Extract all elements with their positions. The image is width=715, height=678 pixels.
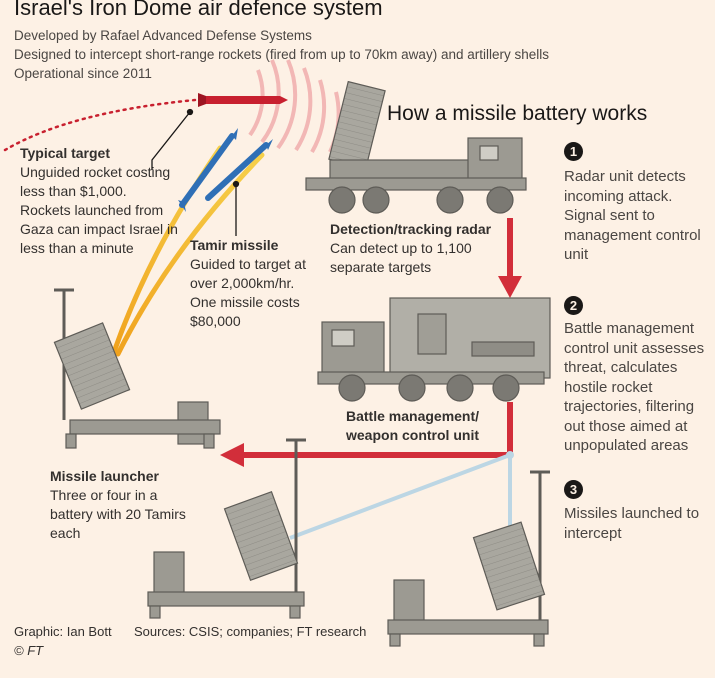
subtitle-line: Developed by Rafael Advanced Defense Sys… — [14, 28, 312, 43]
tamir-missile-heading: Tamir missile — [190, 237, 279, 253]
tamir-missile-icon — [178, 128, 238, 212]
command-arrow — [220, 402, 513, 467]
leader-line-target — [151, 111, 191, 170]
copyright: © FT — [14, 643, 44, 658]
launcher-link-lines — [289, 453, 512, 540]
typical-target-heading: Typical target — [20, 145, 110, 161]
missile-launcher-icon — [147, 438, 306, 619]
step-3-number: 3 — [564, 480, 583, 499]
radar-signal-waves — [248, 59, 341, 154]
missile-launcher-label: Missile launcher Three or four in a batt… — [50, 467, 200, 543]
missile-launcher-icon — [53, 288, 221, 449]
subtitle-line: Operational since 2011 — [14, 66, 152, 81]
tamir-missile-text: Guided to target at over 2,000km/hr. One… — [190, 256, 306, 329]
graphic-credit: Graphic: Ian Bott — [14, 624, 112, 639]
step-3-text: Missiles launched to intercept — [564, 505, 700, 542]
how-it-works-heading: How a missile battery works — [387, 102, 648, 125]
radar-label: Detection/tracking radar Can detect up t… — [330, 220, 495, 277]
tamir-missile-label: Tamir missile Guided to target at over 2… — [190, 236, 320, 331]
rocket-trajectory — [3, 98, 197, 152]
signal-arrow-1 — [498, 218, 522, 298]
rocket-icon — [198, 93, 288, 107]
step-2-text: Battle management control unit assesses … — [564, 320, 705, 454]
radar-heading: Detection/tracking radar — [330, 221, 492, 237]
missile-trail — [115, 152, 265, 357]
missile-launcher-icon — [387, 470, 550, 647]
page-title: Israel's Iron Dome air defence system — [14, 0, 383, 20]
radar-truck-icon — [305, 80, 527, 214]
battle-management-label: Battle management/ weapon control unit — [346, 407, 496, 445]
battle-management-truck-icon — [317, 297, 551, 402]
typical-target-text: Unguided rocket costing less than $1,000… — [20, 164, 178, 256]
radar-text: Can detect up to 1,100 separate targets — [330, 240, 472, 275]
subtitle-line: Designed to intercept short-range rocket… — [14, 47, 549, 62]
tamir-missile-icon — [205, 139, 273, 201]
missile-launcher-text: Three or four in a battery with 20 Tamir… — [50, 487, 186, 541]
missile-launcher-heading: Missile launcher — [50, 468, 159, 484]
battle-management-heading: Battle management/ weapon control unit — [346, 408, 480, 443]
typical-target-label: Typical target Unguided rocket costing l… — [20, 144, 180, 258]
step-1-text: Radar unit detects incoming attack. Sign… — [564, 168, 701, 263]
step-1-number: 1 — [564, 142, 583, 161]
step-2-number: 2 — [564, 296, 583, 315]
sources: Sources: CSIS; companies; FT research — [134, 624, 367, 639]
